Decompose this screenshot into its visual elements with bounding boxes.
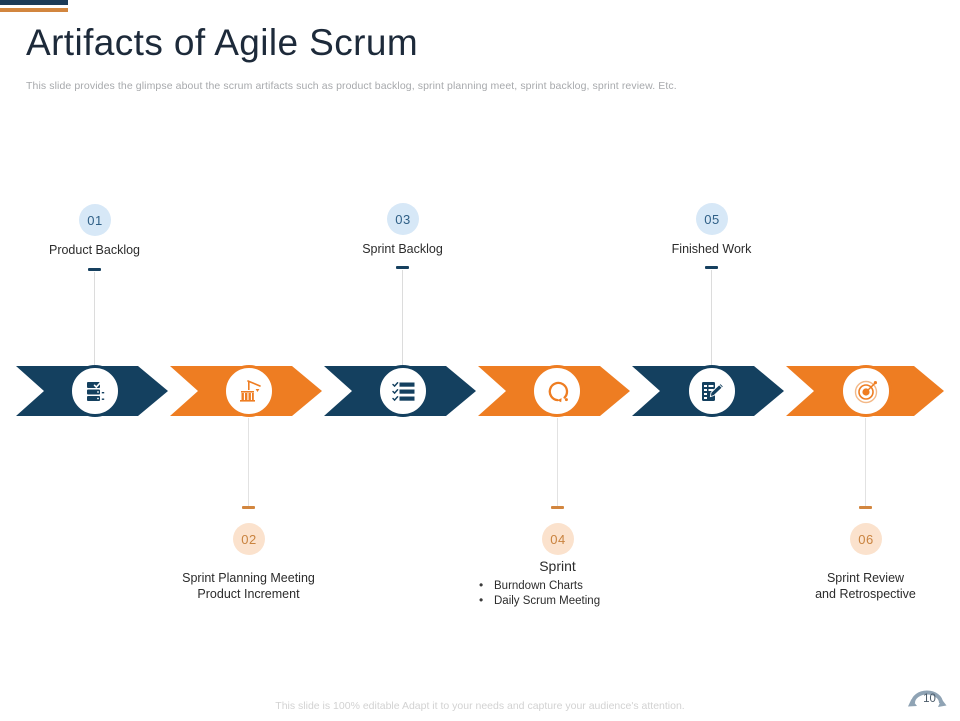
step-label-05: Finished Work [671,242,752,256]
connector-line-step-01 [94,272,95,365]
circular-arrow-badge-icon [908,690,947,707]
process-arrow-band [0,363,960,419]
step-number-03: 03 [395,211,411,227]
step-icon-badge-06[interactable] [840,365,892,417]
list-item: Daily Scrum Meeting [477,593,600,609]
accent-bar-orange [0,8,68,12]
step-icon-badge-01[interactable] [69,365,121,417]
step-icon-badge-05[interactable] [686,365,738,417]
step-label-06-line2: and Retrospective [815,587,916,601]
step-number-badge-04: 04 [542,523,574,555]
step-icon-badge-04[interactable] [531,365,583,417]
step-number-04: 04 [550,531,566,547]
step-icon-badge-02[interactable] [223,365,275,417]
step-label-04: Sprint [539,558,576,574]
list-item: Burndown Charts [477,578,600,594]
step-number-badge-01: 01 [79,204,111,236]
target-bullseye-icon [853,378,880,405]
step-label-03: Sprint Backlog [362,242,443,256]
connector-dash-step-06 [859,506,872,509]
connector-line-step-06 [865,418,866,508]
connector-dash-step-02 [242,506,255,509]
circular-arrow-cycle-icon [544,378,571,405]
connector-line-step-02 [248,418,249,508]
step-number-badge-02: 02 [233,523,265,555]
connector-dash-step-05 [705,266,718,269]
page-number-badge: 10 [900,682,952,716]
step-label-02-line1: Sprint Planning Meeting [182,571,315,585]
crane-construction-icon [235,377,263,405]
step-label-06-line1: Sprint Review [826,571,905,585]
connector-dash-step-01 [88,268,101,271]
connector-line-step-03 [402,270,403,365]
step-number-badge-05: 05 [696,203,728,235]
accent-bars [0,0,80,12]
step-04-bullet-list: Burndown Charts Daily Scrum Meeting [477,578,600,609]
page-number: 10 [923,693,936,705]
connector-line-step-05 [711,270,712,365]
connector-dash-step-03 [396,266,409,269]
step-number-badge-06: 06 [850,523,882,555]
step-number-01: 01 [87,212,103,228]
footer-note: This slide is 100% editable Adapt it to … [275,700,685,712]
step-number-06: 06 [858,531,874,547]
step-number-05: 05 [704,211,720,227]
accent-bar-navy [0,0,68,5]
checklist-lines-icon [390,378,417,404]
page-subtitle: This slide provides the glimpse about th… [26,80,677,92]
step-number-badge-03: 03 [387,203,419,235]
step-label-01: Product Backlog [48,243,141,257]
server-checklist-icon [82,378,108,404]
step-label-02-line2: Product Increment [197,587,300,601]
step-number-02: 02 [241,531,257,547]
clipboard-pen-icon [699,378,726,405]
connector-dash-step-04 [551,506,564,509]
step-icon-badge-03[interactable] [377,365,429,417]
page-title: Artifacts of Agile Scrum [26,22,419,63]
connector-line-step-04 [557,418,558,508]
